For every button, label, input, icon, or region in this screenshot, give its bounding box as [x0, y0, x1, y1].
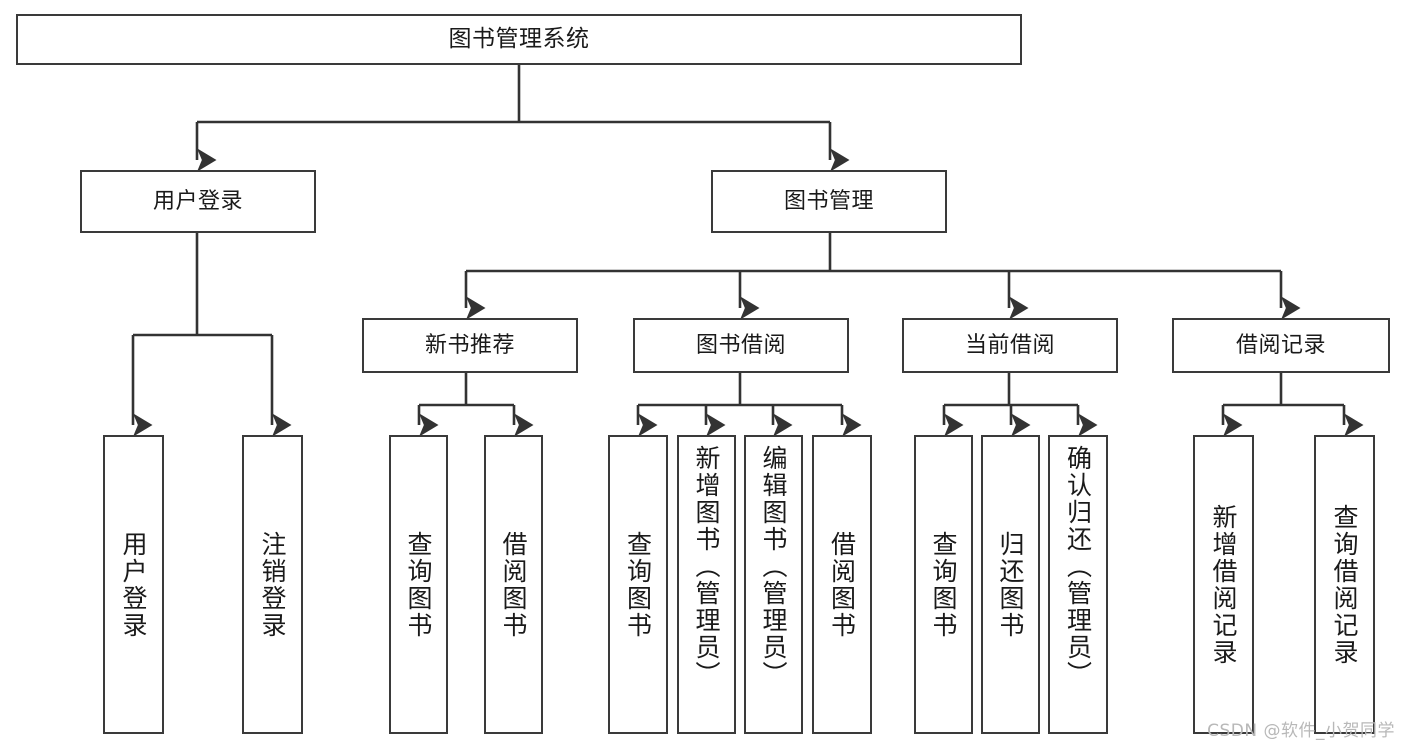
node-leaf-confirm-return[interactable]: 确认归还（管理员）	[1048, 435, 1108, 734]
node-book-manage-label: 图书管理	[783, 188, 874, 214]
node-book-borrow-label: 图书借阅	[695, 332, 786, 358]
node-leaf-user-login[interactable]: 用户登录	[103, 435, 164, 734]
node-user-login[interactable]: 用户登录	[80, 170, 316, 233]
node-leaf-user-login-label: 用户登录	[119, 530, 148, 639]
node-leaf-query-book-3-label: 查询图书	[929, 530, 958, 639]
node-leaf-borrow-book-1-label: 借阅图书	[499, 530, 528, 639]
node-new-book-recommend[interactable]: 新书推荐	[362, 318, 578, 373]
node-new-book-recommend-label: 新书推荐	[424, 332, 515, 358]
node-current-borrow[interactable]: 当前借阅	[902, 318, 1118, 373]
node-leaf-borrow-book-2[interactable]: 借阅图书	[812, 435, 872, 734]
node-current-borrow-label: 当前借阅	[964, 332, 1055, 358]
node-leaf-user-logout[interactable]: 注销登录	[242, 435, 303, 734]
node-leaf-query-book-2-label: 查询图书	[623, 530, 653, 639]
node-leaf-query-record-label: 查询借阅记录	[1330, 503, 1359, 666]
node-leaf-add-record-label: 新增借阅记录	[1209, 503, 1238, 666]
node-root-label: 图书管理系统	[448, 25, 590, 52]
node-leaf-add-book[interactable]: 新增图书（管理员）	[677, 435, 736, 734]
node-leaf-add-book-label: 新增图书（管理员）	[692, 445, 721, 688]
node-leaf-query-book-2[interactable]: 查询图书	[608, 435, 668, 734]
node-leaf-query-book-1[interactable]: 查询图书	[389, 435, 448, 734]
node-leaf-borrow-book-2-label: 借阅图书	[827, 530, 857, 639]
node-leaf-user-logout-label: 注销登录	[258, 530, 287, 639]
node-leaf-borrow-book-1[interactable]: 借阅图书	[484, 435, 543, 734]
node-leaf-query-book-3[interactable]: 查询图书	[914, 435, 973, 734]
node-borrow-record-label: 借阅记录	[1235, 332, 1326, 358]
node-leaf-add-record[interactable]: 新增借阅记录	[1193, 435, 1254, 734]
node-leaf-query-record[interactable]: 查询借阅记录	[1314, 435, 1375, 734]
node-leaf-edit-book-label: 编辑图书（管理员）	[759, 445, 788, 688]
node-leaf-confirm-return-label: 确认归还（管理员）	[1063, 445, 1093, 688]
node-user-login-label: 用户登录	[152, 188, 243, 214]
node-leaf-edit-book[interactable]: 编辑图书（管理员）	[744, 435, 803, 734]
node-leaf-query-book-1-label: 查询图书	[404, 530, 433, 639]
node-leaf-return-book-label: 归还图书	[996, 530, 1025, 639]
node-book-borrow[interactable]: 图书借阅	[633, 318, 849, 373]
node-root[interactable]: 图书管理系统	[16, 14, 1022, 65]
node-leaf-return-book[interactable]: 归还图书	[981, 435, 1040, 734]
node-borrow-record[interactable]: 借阅记录	[1172, 318, 1390, 373]
node-book-manage[interactable]: 图书管理	[711, 170, 947, 233]
